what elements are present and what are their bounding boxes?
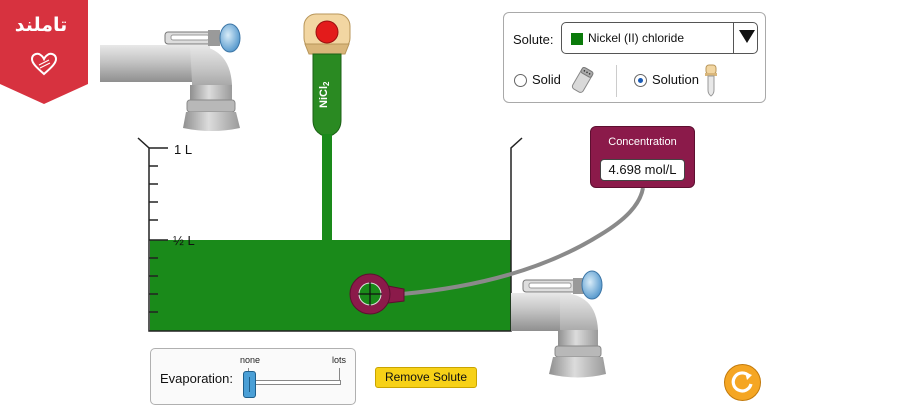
watermark-ribbon xyxy=(0,0,88,104)
solute-selected-value: Nickel (II) chloride xyxy=(588,31,685,45)
reset-button[interactable] xyxy=(724,364,761,401)
concentration-title: Concentration xyxy=(608,136,677,148)
beaker xyxy=(137,137,523,332)
beaker-tick-1l: 1 L xyxy=(174,142,193,157)
solute-color-swatch xyxy=(571,33,583,45)
drain-faucet[interactable] xyxy=(511,270,606,378)
evaporation-slider-track[interactable] xyxy=(248,380,341,385)
combo-divider xyxy=(733,23,734,53)
chevron-down-icon[interactable] xyxy=(739,30,755,43)
evaporation-min-label: none xyxy=(240,355,261,365)
solution-radio-label[interactable]: Solution xyxy=(652,72,699,87)
solution-radio[interactable] xyxy=(634,74,647,87)
shaker-icon xyxy=(571,66,594,93)
watermark-text: تاملند xyxy=(14,14,68,36)
evaporation-max-tick xyxy=(339,368,340,380)
panel-divider xyxy=(616,65,617,97)
concentration-value: 4.698 mol/L xyxy=(600,159,685,181)
dropper-mini-icon xyxy=(705,64,717,97)
concentration-probe[interactable] xyxy=(349,273,405,315)
evaporation-panel: Evaporation: none lots xyxy=(150,348,356,405)
solid-radio-label[interactable]: Solid xyxy=(532,72,561,87)
heart-icon xyxy=(30,52,58,76)
concentration-meter[interactable]: Concentration 4.698 mol/L xyxy=(590,126,695,188)
beaker-tick-half: ½ L xyxy=(173,233,195,248)
input-faucet[interactable] xyxy=(100,23,241,131)
dropper-label: NiCl2 xyxy=(318,81,332,109)
remove-solute-button[interactable]: Remove Solute xyxy=(375,367,477,388)
evaporation-max-label: lots xyxy=(332,355,347,365)
evaporation-slider-thumb[interactable] xyxy=(243,371,256,398)
reset-icon xyxy=(731,371,753,393)
dropper-icon[interactable] xyxy=(303,13,351,242)
solution-liquid xyxy=(150,240,511,331)
solute-panel: Solute: Nickel (II) chloride Solid Solut… xyxy=(503,12,766,103)
solute-combo-box[interactable]: Nickel (II) chloride xyxy=(561,22,758,54)
evaporation-label: Evaporation: xyxy=(160,371,233,386)
solute-label: Solute: xyxy=(513,32,554,47)
solid-radio[interactable] xyxy=(514,74,527,87)
